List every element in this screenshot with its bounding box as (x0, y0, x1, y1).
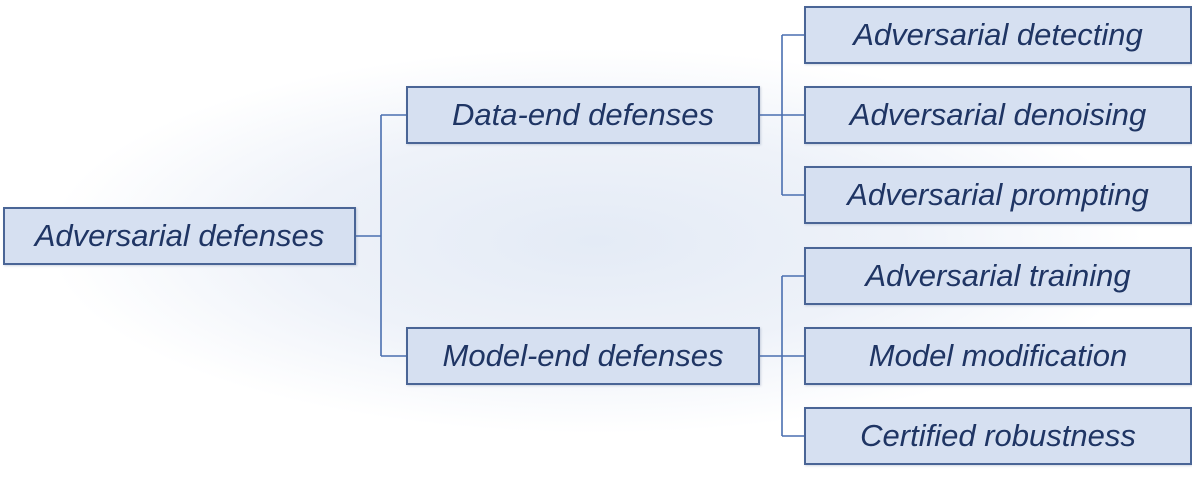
node-data-end-defenses: Data-end defenses (406, 86, 760, 144)
leaf-certified-robustness: Certified robustness (804, 407, 1192, 465)
node-label: Adversarial denoising (849, 97, 1147, 132)
leaf-model-modification: Model modification (804, 327, 1192, 385)
node-label: Data-end defenses (452, 97, 714, 132)
connector-data-end-to-leaves (760, 34, 804, 196)
node-label: Model-end defenses (442, 338, 724, 373)
connector-model-end-to-leaves (760, 275, 804, 437)
node-label: Certified robustness (860, 418, 1136, 453)
leaf-adversarial-detecting: Adversarial detecting (804, 6, 1192, 64)
node-label: Adversarial detecting (853, 17, 1143, 52)
node-adversarial-defenses: Adversarial defenses (3, 207, 356, 265)
node-label: Model modification (868, 338, 1128, 373)
leaf-adversarial-denoising: Adversarial denoising (804, 86, 1192, 144)
node-label: Adversarial defenses (34, 218, 325, 253)
node-label: Adversarial training (865, 258, 1131, 293)
leaf-adversarial-prompting: Adversarial prompting (804, 166, 1192, 224)
connector-root-to-branches (356, 114, 406, 357)
node-model-end-defenses: Model-end defenses (406, 327, 760, 385)
leaf-adversarial-training: Adversarial training (804, 247, 1192, 305)
node-label: Adversarial prompting (847, 177, 1149, 212)
